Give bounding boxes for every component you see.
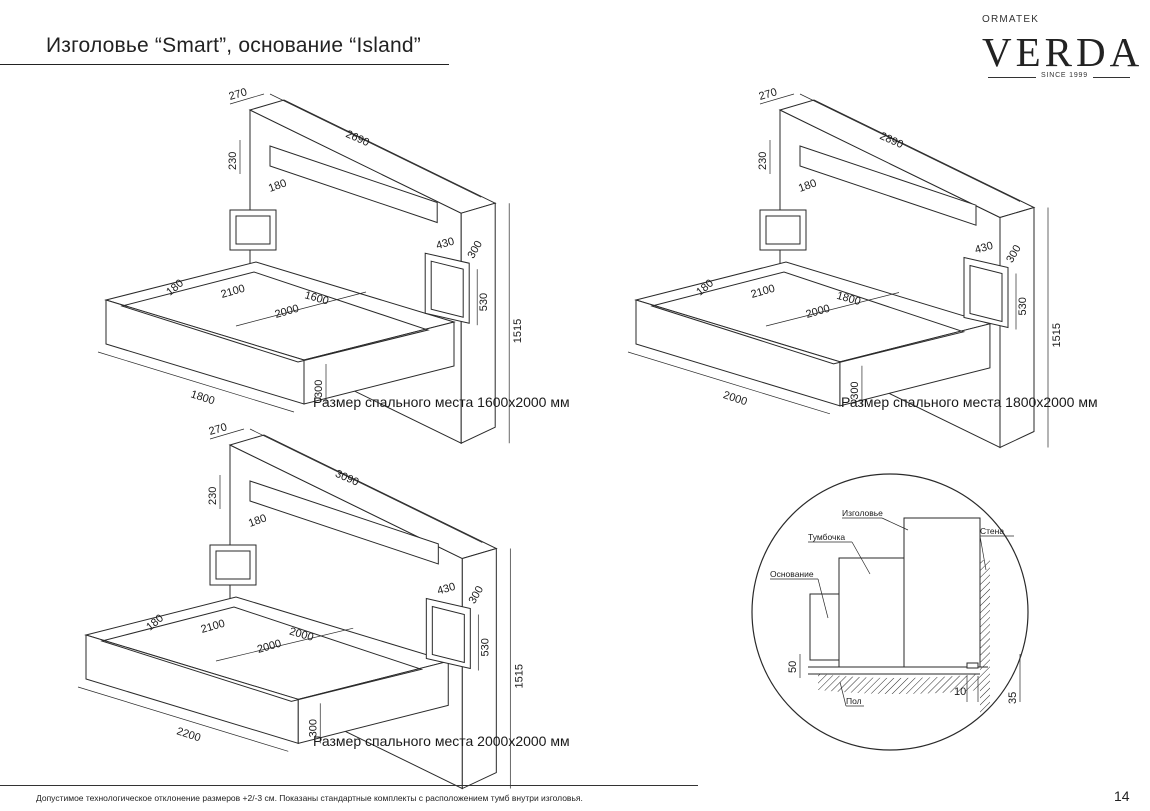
wall-hatch — [980, 560, 990, 750]
dim-nightstand-height: 530 — [478, 293, 490, 311]
dim-nightstand-width: 430 — [974, 240, 995, 257]
footer-divider — [0, 785, 698, 786]
dim-height: 1515 — [1051, 323, 1063, 347]
brand-logo: ORMATEK VERDA SINCE 1999 — [980, 14, 1140, 94]
dim-nightstand-height: 530 — [1017, 297, 1029, 315]
dim-base-gap: 50 — [787, 661, 799, 673]
dim-line-base-width — [77, 686, 289, 752]
dim-line-headboard-width — [269, 93, 482, 198]
dim-nightstand-height: 530 — [479, 638, 491, 656]
nightstand-left — [209, 544, 257, 586]
nightstand-left — [229, 209, 277, 251]
dim-niche-height: 230 — [757, 152, 769, 170]
dim-line-base-width — [97, 351, 295, 413]
dim-niche-height: 230 — [227, 152, 239, 170]
dim-depth: 270 — [208, 421, 229, 438]
dim-line-depth — [759, 93, 795, 105]
detail-circle — [751, 473, 1029, 751]
mattress-area — [650, 271, 966, 365]
dim-base-height: 300 — [849, 381, 861, 399]
dim-base-height: 300 — [313, 380, 325, 398]
installation-detail: Изголовье Тумбочка Основание Стена Пол 5… — [751, 473, 1029, 751]
headboard-side — [999, 206, 1035, 449]
headboard-niche — [249, 480, 439, 565]
mattress-area — [100, 606, 424, 702]
nightstand-section — [838, 557, 905, 668]
headboard-side — [461, 547, 497, 790]
dim-line-depth — [209, 428, 245, 440]
detail-labels: Изголовье Тумбочка Основание Стена Пол 5… — [770, 508, 1021, 707]
label-headboard: Изголовье — [842, 508, 883, 518]
dim-line-mattress-length — [765, 292, 900, 327]
logo-brand-ormatek: ORMATEK — [982, 14, 1040, 25]
label-wall: Стена — [980, 526, 1004, 536]
dim-line-base-width — [627, 351, 831, 415]
dim-nightstand-width: 430 — [435, 235, 456, 252]
dim-nightstand-width: 430 — [436, 581, 457, 598]
dim-base-height: 300 — [307, 719, 319, 737]
nightstand-right — [425, 597, 471, 670]
dim-wall-gap: 10 — [954, 686, 966, 698]
label-floor: Пол — [846, 696, 862, 706]
nightstand-left — [759, 209, 807, 251]
logo-since: SINCE 1999 — [1036, 72, 1093, 79]
headboard-niche — [799, 145, 977, 226]
title-divider — [0, 64, 449, 65]
dim-depth: 270 — [758, 86, 779, 103]
caption-1800: Размер спального места 1800x2000 мм — [841, 394, 1098, 410]
dim-base-width: 2200 — [175, 725, 202, 744]
nightstand-right-opening — [431, 605, 465, 664]
page-title: Изголовье “Smart”, основание “Island” — [46, 34, 421, 57]
nightstand-left-opening — [235, 215, 271, 245]
dim-depth: 270 — [228, 86, 249, 103]
dim-niche-height: 230 — [207, 487, 219, 505]
headboard-section — [903, 517, 981, 668]
dim-niche-depth: 180 — [797, 177, 818, 195]
dim-line-mattress-length — [215, 627, 354, 662]
headboard-niche — [269, 145, 438, 224]
dim-line-depth — [229, 93, 265, 105]
nightstand-right-opening — [969, 264, 1003, 323]
label-nightstand: Тумбочка — [808, 532, 845, 542]
dim-niche-depth: 180 — [247, 512, 268, 530]
label-base: Основание — [770, 569, 814, 579]
dim-niche-depth: 180 — [267, 177, 288, 195]
dim-height: 1515 — [512, 319, 524, 343]
dim-height: 1515 — [513, 664, 525, 688]
dim-floor-gap: 35 — [1007, 692, 1019, 704]
dim-base-width: 1800 — [189, 388, 216, 407]
logo-brand-verda: VERDA — [982, 29, 1144, 75]
base-side — [297, 660, 449, 744]
nightstand-right-opening — [430, 260, 464, 318]
nightstand-left-opening — [765, 215, 801, 245]
nightstand-right — [424, 252, 470, 324]
dim-line-mattress-length — [235, 291, 367, 327]
mattress-area — [120, 271, 430, 363]
dim-line-headboard-width — [249, 428, 483, 543]
page-number: 14 — [1114, 788, 1130, 804]
caption-2000: Размер спального места 2000x2000 мм — [313, 733, 570, 749]
base-side — [303, 321, 455, 405]
footer-note: Допустимое технологическое отклонение ра… — [36, 793, 583, 803]
dim-line-headboard-width — [799, 93, 1021, 202]
nightstand-left-opening — [215, 550, 251, 580]
dim-base-width: 2000 — [722, 389, 749, 408]
floor-hatch — [818, 674, 980, 694]
caption-1600: Размер спального места 1600x2000 мм — [313, 394, 570, 410]
nightstand-right — [963, 256, 1009, 329]
base-side — [839, 323, 991, 407]
